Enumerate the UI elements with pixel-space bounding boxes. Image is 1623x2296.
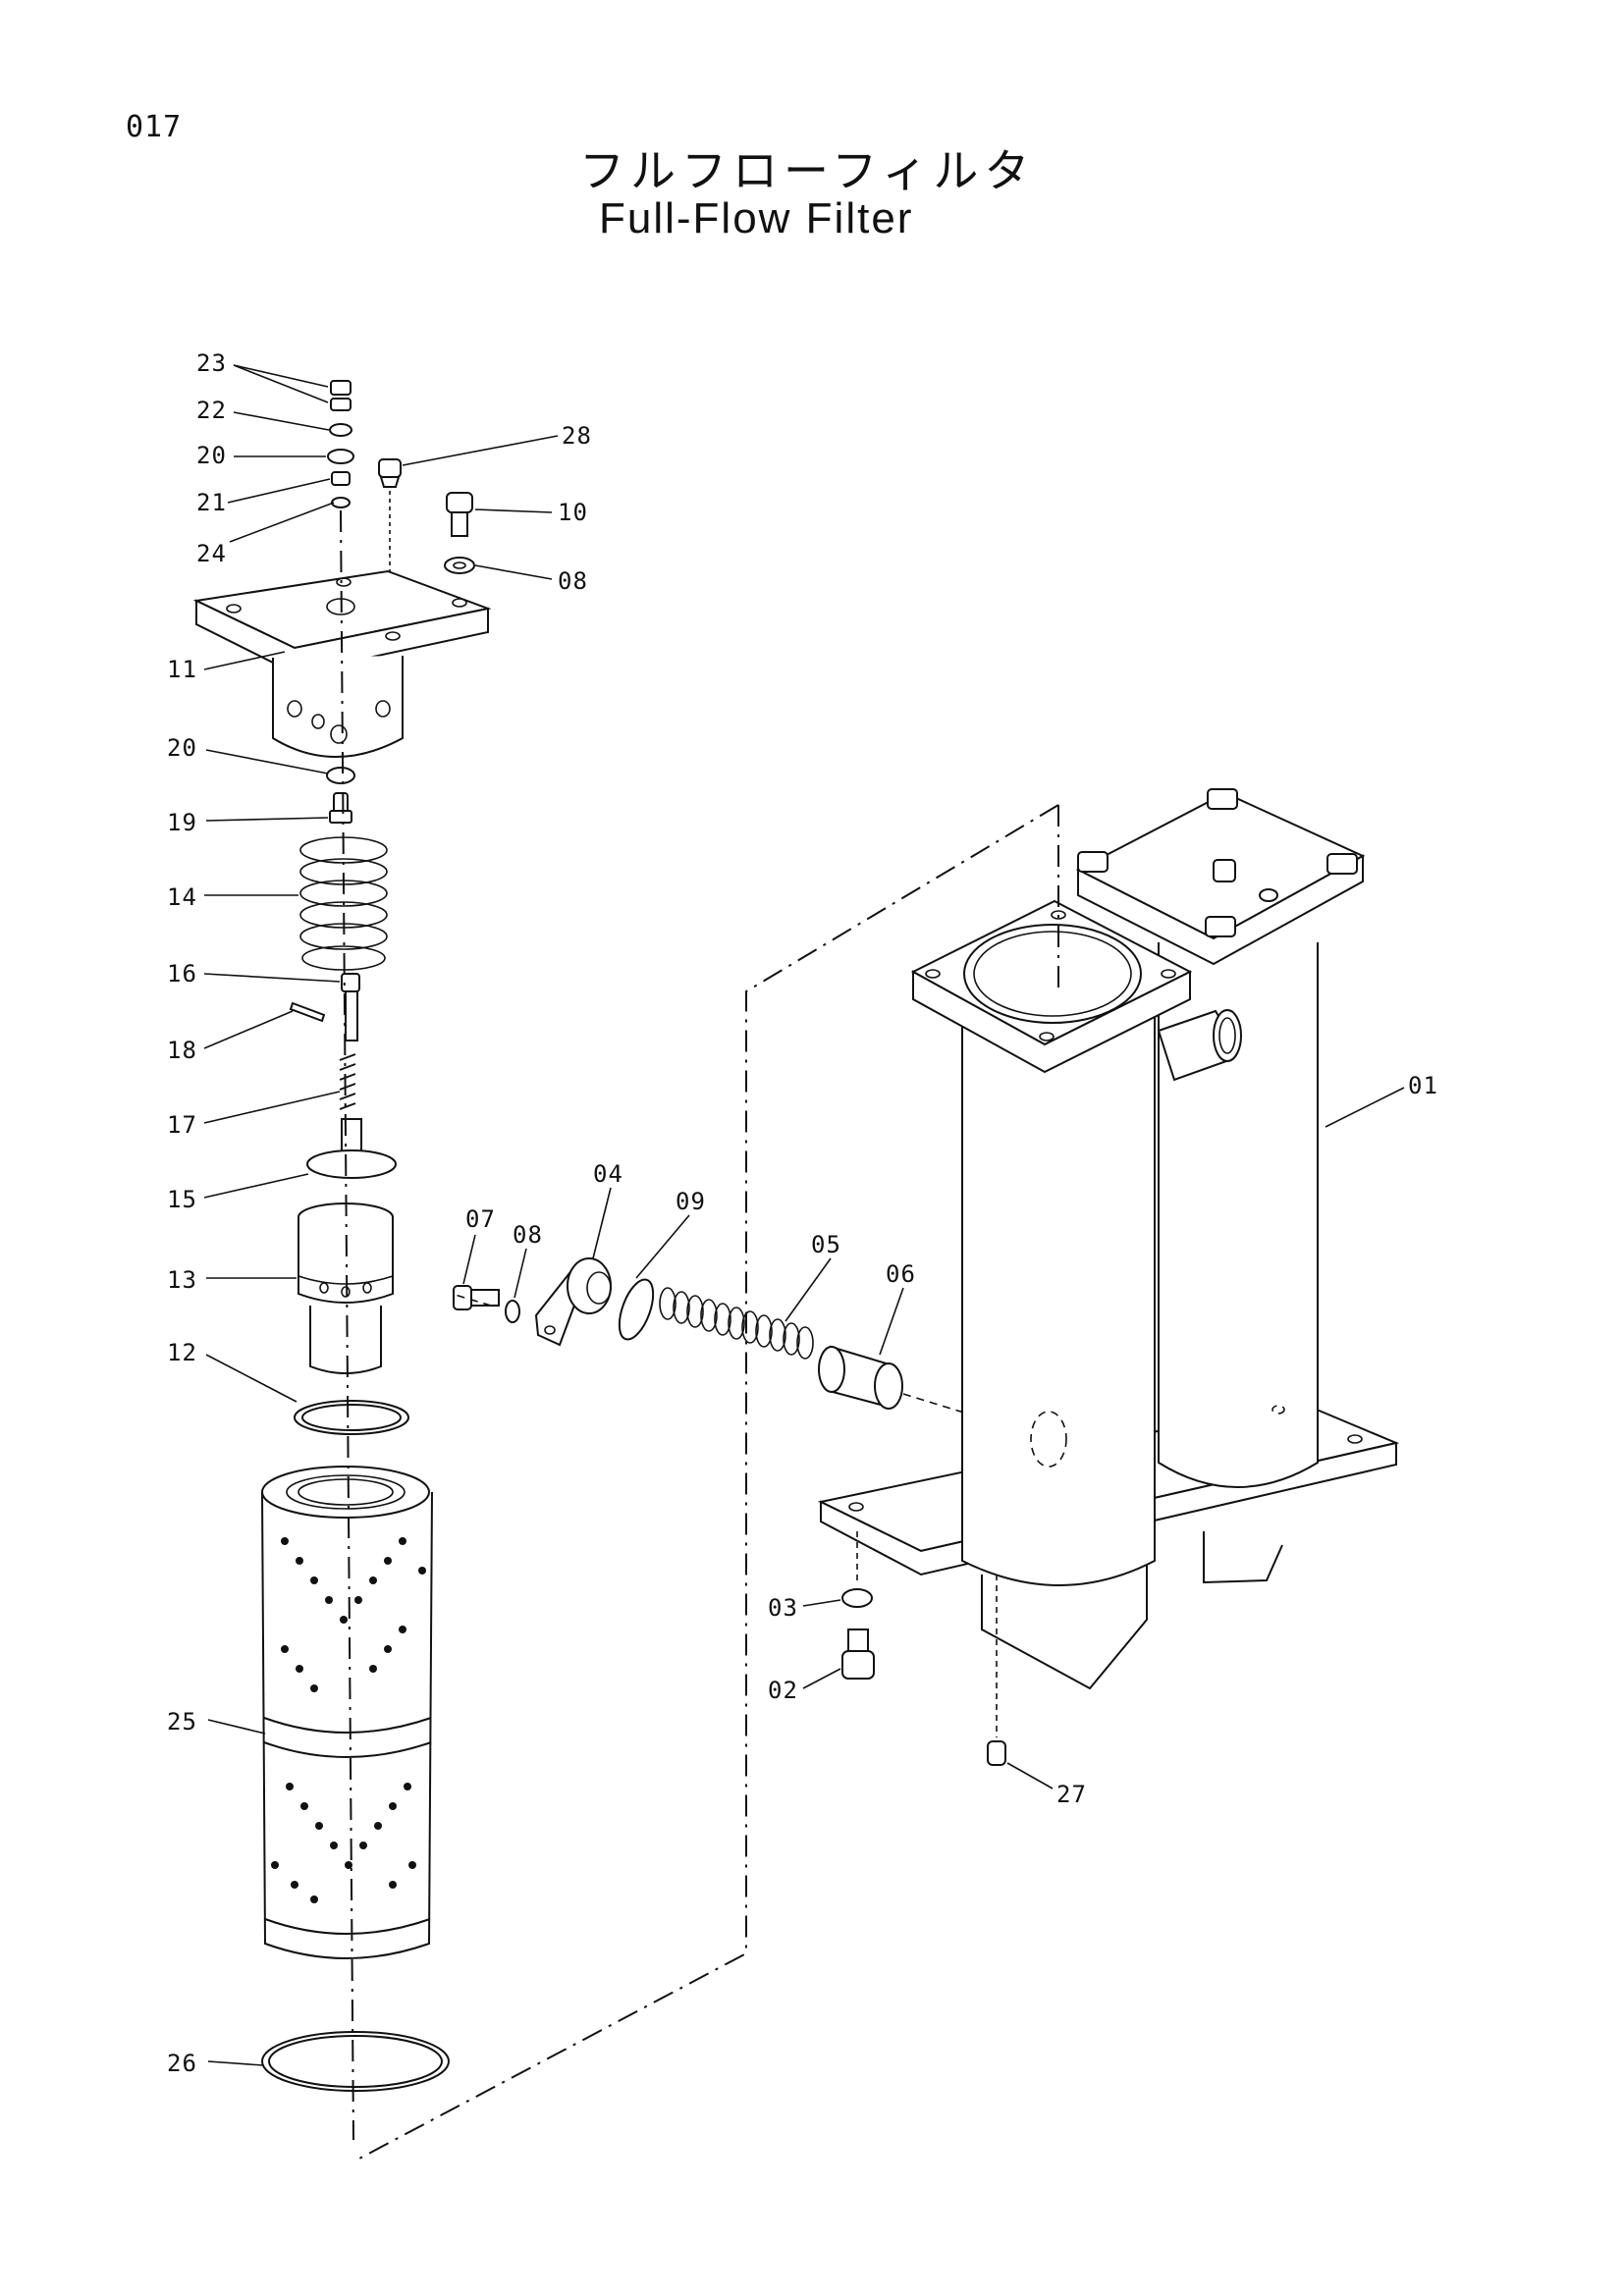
callout-09: 09: [676, 1188, 706, 1215]
callout-24: 24: [196, 540, 227, 567]
part-27-plug: [987, 1575, 1006, 1766]
perforations: [271, 1537, 426, 1903]
part-04-plug: [534, 1257, 612, 1347]
callout-01: 01: [1408, 1072, 1438, 1099]
part-09-oring: [618, 1278, 655, 1341]
callout-23: 23: [196, 349, 227, 377]
callout-25: 25: [167, 1708, 197, 1735]
callout-16: 16: [167, 960, 197, 988]
part-20-washer-lower: [326, 767, 355, 784]
part-06-valve: [818, 1345, 903, 1410]
page-number: 017: [126, 110, 183, 144]
callout-18: 18: [167, 1037, 197, 1064]
callout-03: 03: [768, 1594, 798, 1622]
part-28-plug: [378, 458, 402, 628]
center-axis-line: [340, 509, 354, 2141]
callout-07: 07: [465, 1205, 496, 1233]
callout-17: 17: [167, 1111, 197, 1139]
part-18-pin: [289, 1001, 326, 1023]
part-02-plug: [841, 1629, 875, 1680]
part-21-nut: [331, 471, 351, 486]
part-13-body: [298, 1202, 394, 1374]
callout-13: 13: [167, 1266, 197, 1294]
part-07-bolt: [453, 1285, 500, 1310]
callout-14: 14: [167, 883, 197, 911]
callout-20-lower: 20: [167, 734, 197, 762]
title-english: Full-Flow Filter: [599, 194, 914, 242]
part-17-spring: [339, 1053, 356, 1110]
callout-08-mid: 08: [513, 1221, 543, 1249]
callout-06: 06: [886, 1260, 916, 1288]
part-05-spring: [659, 1287, 814, 1360]
callout-labels: 23 22 20 21 24 28 10 08 11 20 19 14 16 1…: [167, 349, 1438, 2077]
part-01-housing: [817, 788, 1400, 1766]
part-15-valve: [306, 1118, 397, 1179]
callout-15: 15: [167, 1186, 197, 1213]
part-08-washer-mid: [505, 1300, 520, 1323]
assembly-guide-line: [356, 804, 1059, 2161]
left-assembly: [192, 380, 492, 2141]
callout-27: 27: [1056, 1781, 1087, 1808]
callout-28: 28: [562, 422, 592, 450]
relief-valve-parts: [451, 1257, 1032, 1434]
callout-10: 10: [558, 499, 588, 526]
part-12-snap-ring: [294, 1400, 409, 1435]
part-22-washer: [329, 423, 352, 437]
part-10-bolt: [446, 492, 473, 537]
part-19-stud: [329, 792, 352, 824]
callout-19: 19: [167, 809, 197, 836]
leader-lines: [203, 364, 1405, 2066]
callout-21: 21: [196, 489, 227, 516]
callout-12: 12: [167, 1339, 197, 1366]
part-20-washer: [327, 449, 354, 464]
part-26-oring: [261, 2031, 450, 2092]
callout-11: 11: [167, 656, 197, 683]
title-japanese: フルフローフィルタ: [579, 144, 1036, 197]
callout-26: 26: [167, 2050, 197, 2077]
part-03-washer: [841, 1588, 873, 1608]
part-23-nuts: [330, 380, 352, 411]
callout-05: 05: [811, 1231, 841, 1258]
callout-02: 02: [768, 1677, 798, 1704]
part-16-rod: [341, 973, 360, 1041]
callout-20-top: 20: [196, 442, 227, 469]
callout-22: 22: [196, 397, 227, 424]
part-08-washer-top: [444, 557, 475, 574]
part-24-oring: [331, 497, 351, 508]
part-25-element: [261, 1466, 433, 1959]
callout-08-top: 08: [558, 567, 588, 595]
callout-04: 04: [593, 1160, 623, 1188]
